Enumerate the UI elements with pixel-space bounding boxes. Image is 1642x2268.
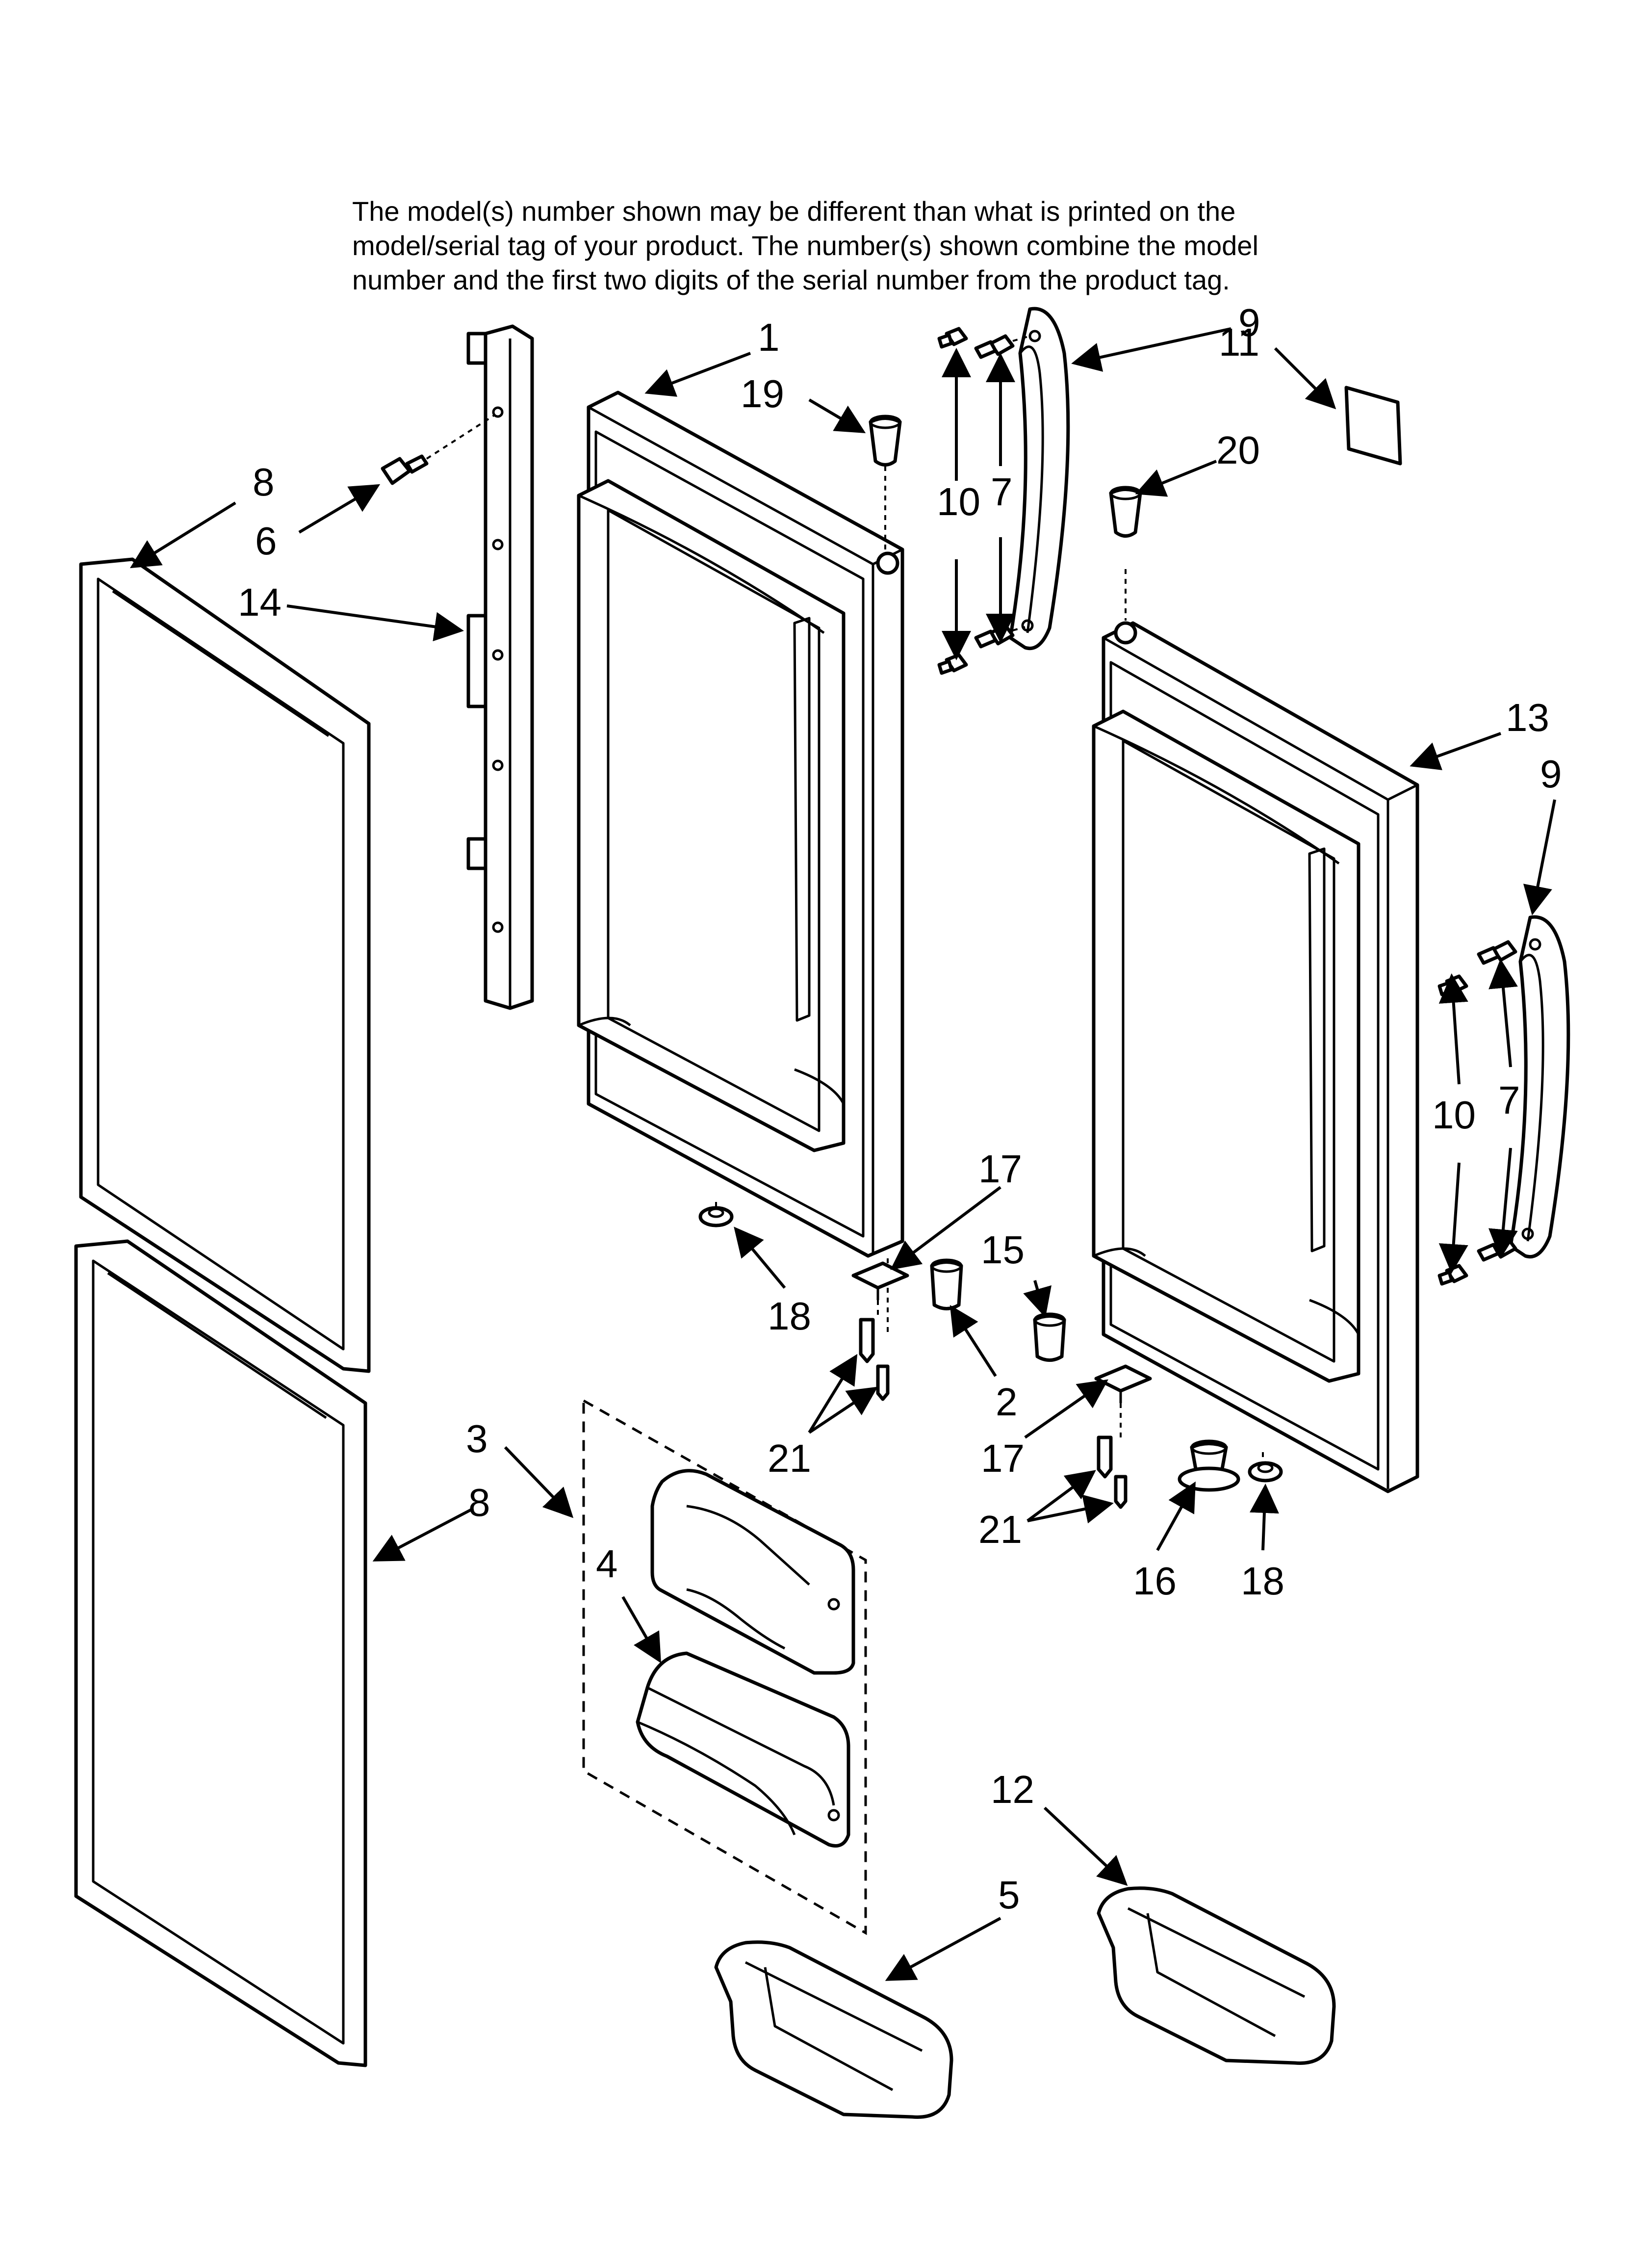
callout-20: 20 (1216, 428, 1260, 472)
callout-21-left: 21 (768, 1436, 811, 1480)
callout-12: 12 (991, 1768, 1034, 1811)
part-18-left-door-stop (698, 1206, 734, 1227)
callout-6: 6 (255, 519, 277, 563)
notice-line-3: number and the first two digits of the s… (352, 264, 1230, 295)
callout-4: 4 (596, 1542, 618, 1586)
part-2-hinge-pin (930, 1258, 963, 1310)
callout-18-right: 18 (1241, 1559, 1284, 1603)
callout-leader-lines (129, 327, 1556, 1981)
part-13-right-fresh-food-door (1092, 569, 1419, 1493)
part-17-right-hinge-bracket (1094, 1364, 1152, 1403)
notice-line-2: model/serial tag of your product. The nu… (352, 230, 1258, 261)
callout-labels: 1 19 9 11 20 10 7 8 6 14 13 9 10 7 17 15… (238, 301, 1562, 1917)
callout-2: 2 (996, 1380, 1018, 1424)
part-19-hinge-bushing (869, 415, 902, 552)
callout-19: 19 (741, 372, 784, 416)
callout-7-lower: 7 (1498, 1078, 1520, 1122)
callout-14: 14 (238, 580, 282, 624)
part-9-lower-door-handle (1509, 915, 1570, 1258)
part-8-upper-door-gasket (79, 557, 371, 1373)
callout-5: 5 (998, 1873, 1020, 1917)
callout-13: 13 (1506, 696, 1549, 739)
part-15-hinge-pin (1033, 1312, 1066, 1362)
part-8-lower-door-gasket (74, 1239, 367, 2067)
part-5-door-bin (714, 1940, 953, 2119)
callout-8-lower: 8 (468, 1481, 490, 1524)
callout-16: 16 (1133, 1559, 1177, 1603)
notice-line-1: The model(s) number shown may be differe… (352, 196, 1236, 227)
part-17-left-hinge-bracket (851, 1261, 909, 1300)
model-number-notice: The model(s) number shown may be differe… (352, 194, 1480, 297)
part-9-upper-door-handle (1008, 307, 1070, 650)
callout-18-left: 18 (768, 1294, 811, 1338)
part-14-hinge-strip (466, 324, 534, 1010)
part-21-right-screws (1097, 1403, 1128, 1509)
callout-10-upper: 10 (937, 480, 980, 523)
part-1-left-fresh-food-door (577, 391, 904, 1334)
callout-3: 3 (466, 1417, 488, 1460)
callout-17-upper: 17 (978, 1147, 1022, 1191)
callout-8-upper: 8 (253, 460, 275, 504)
callout-21-right: 21 (978, 1508, 1022, 1551)
callout-11: 11 (1219, 320, 1259, 364)
callout-9-lower: 9 (1540, 752, 1562, 796)
part-21-left-screws (859, 1300, 890, 1401)
part-3-dairy-compartment-assembly (582, 1398, 867, 1935)
part-6-screw (381, 414, 496, 485)
callout-7-upper: 7 (991, 470, 1013, 514)
callout-17-lower: 17 (981, 1436, 1025, 1480)
callout-1: 1 (758, 315, 780, 359)
part-11-label (1344, 386, 1402, 466)
callout-15: 15 (981, 1228, 1025, 1272)
part-18-right-door-stop (1248, 1461, 1283, 1483)
part-16-bottom-hinge (1178, 1439, 1240, 1492)
callout-9-upper: 9 (1238, 301, 1260, 344)
part-12-door-bin (1097, 1886, 1336, 2065)
callout-10-lower: 10 (1432, 1093, 1476, 1137)
part-20-hinge-bushing (1109, 486, 1142, 538)
